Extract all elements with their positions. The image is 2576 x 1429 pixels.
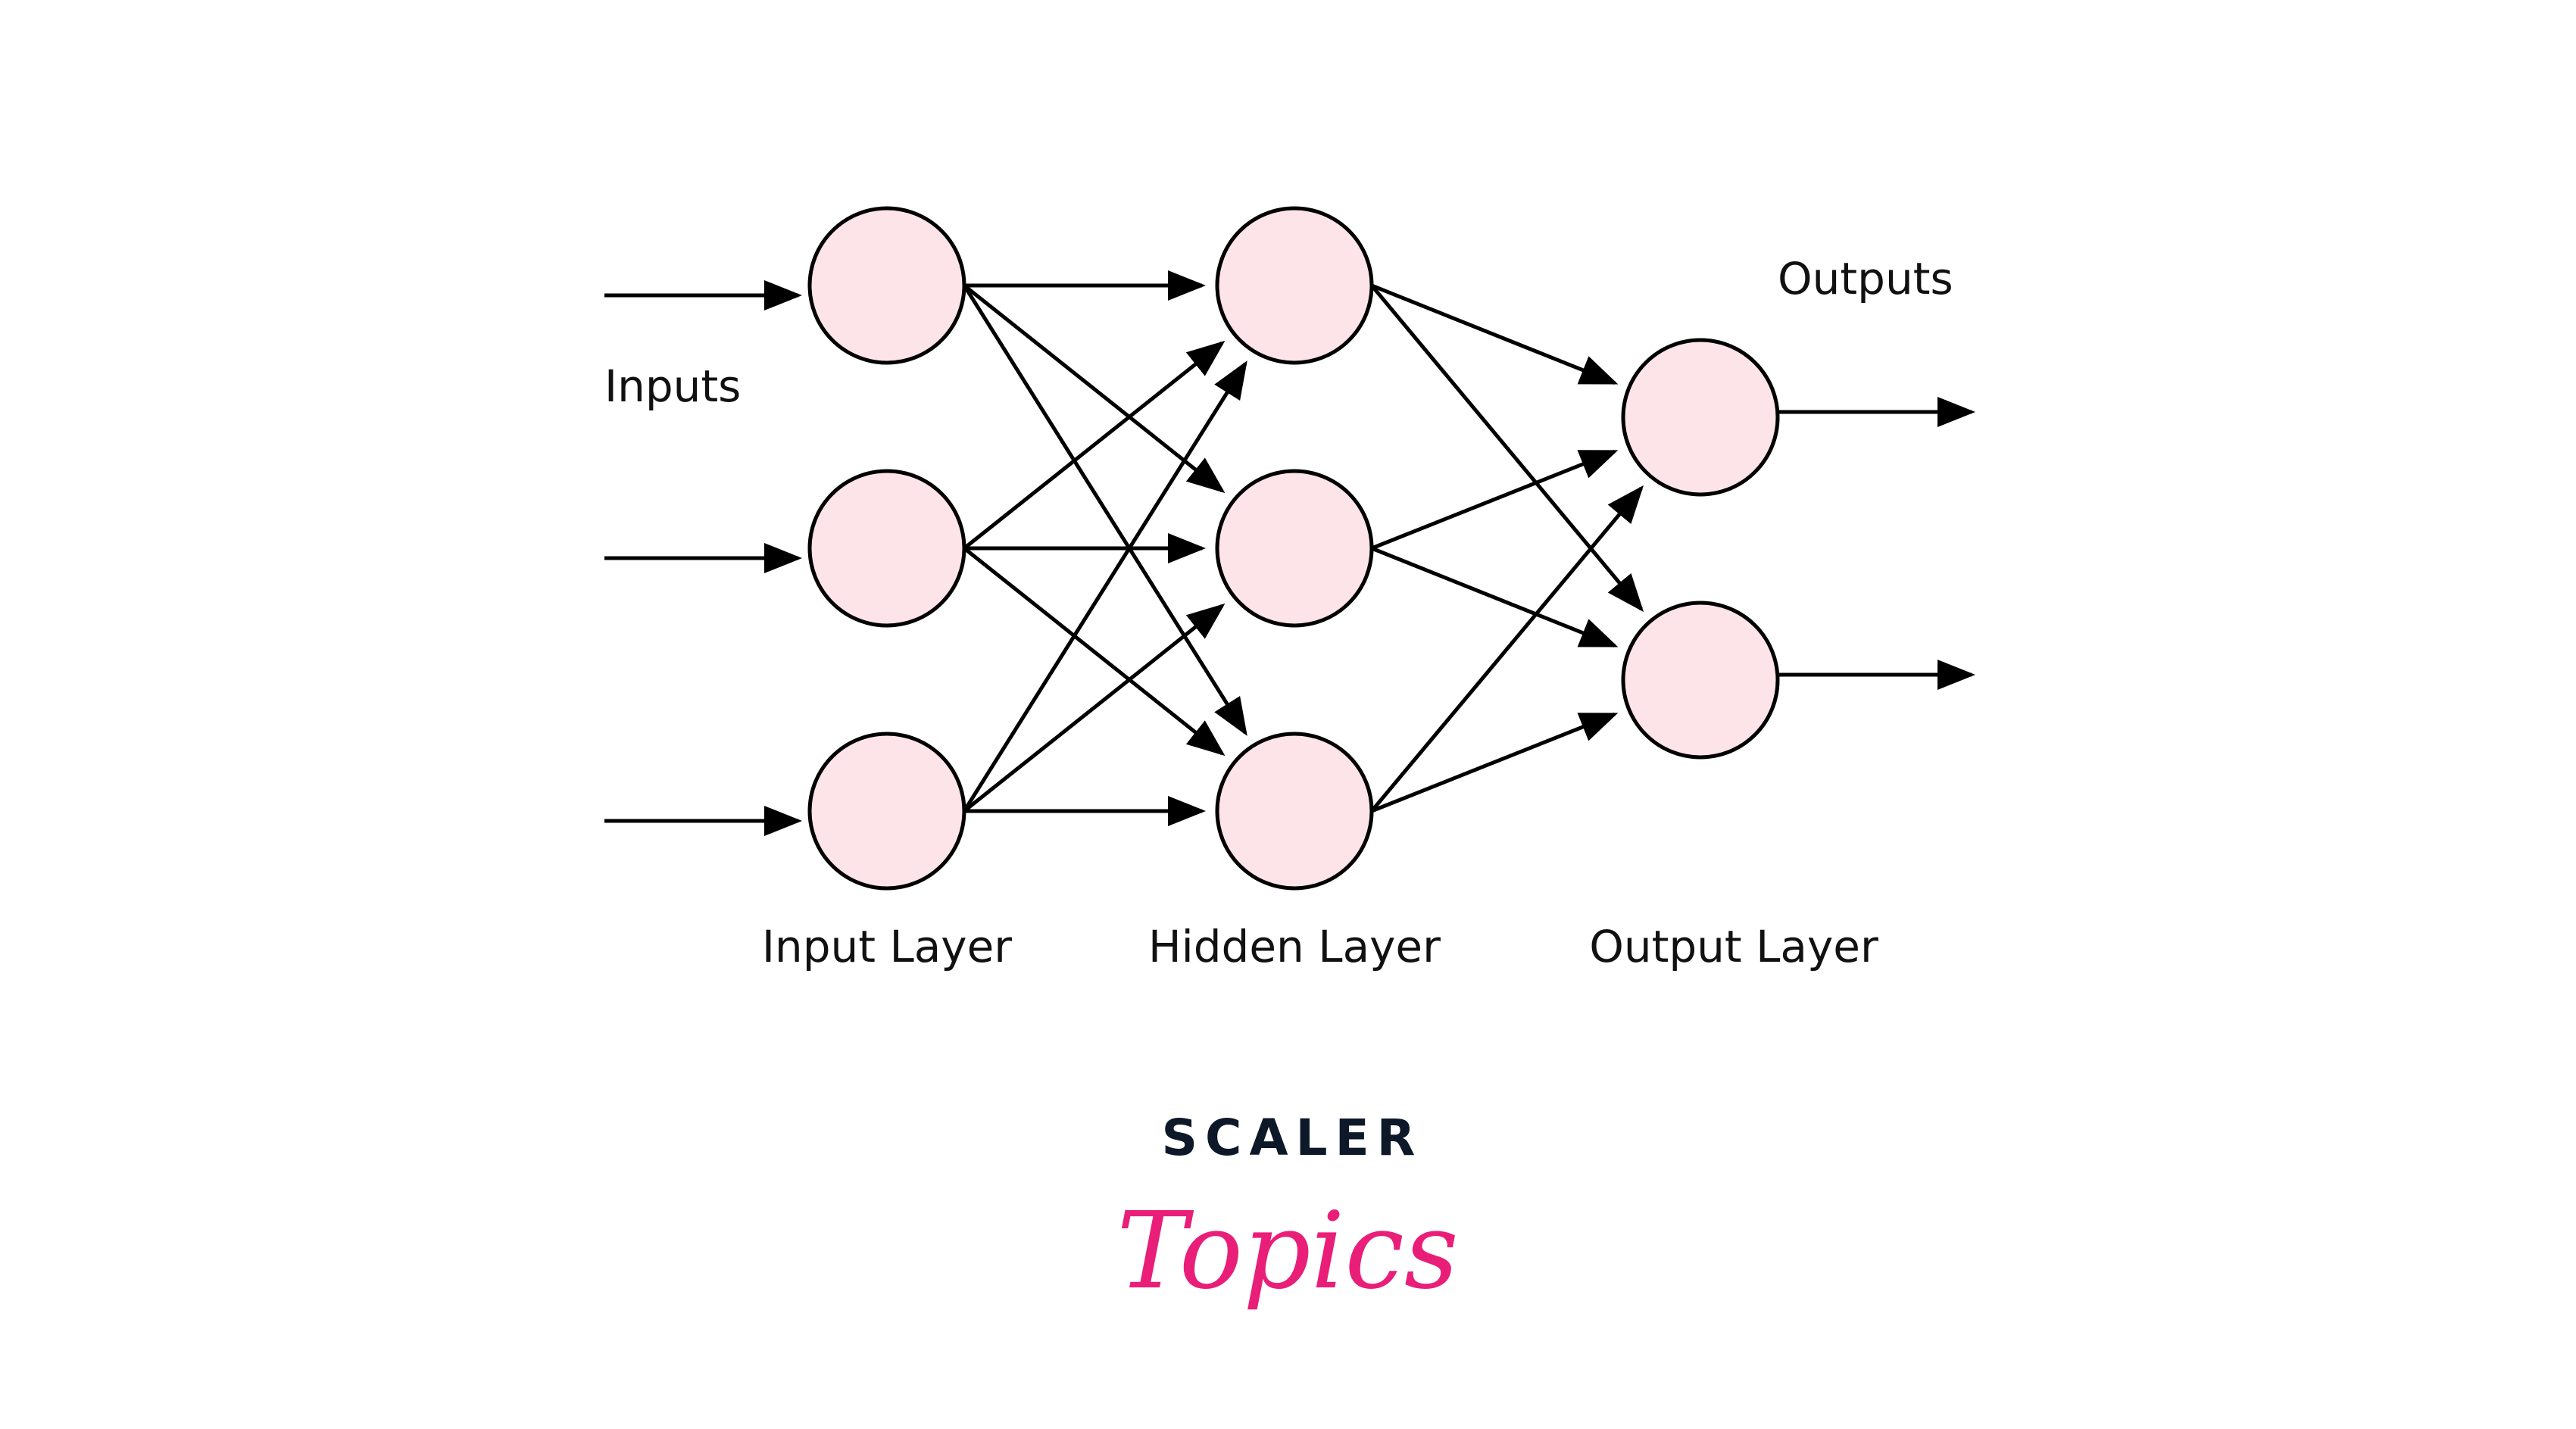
connection-arrow — [1370, 485, 1644, 813]
output-node — [1621, 601, 1780, 760]
connection-arrow — [963, 547, 1226, 757]
input-layer-label: Input Layer — [762, 921, 1012, 972]
hidden-layer-label: Hidden Layer — [1148, 921, 1441, 972]
hidden-node — [1215, 469, 1374, 628]
connection-arrow — [1371, 712, 1619, 813]
input-node — [807, 206, 966, 365]
hidden-node — [1215, 732, 1374, 891]
output-layer-label: Output Layer — [1589, 921, 1878, 972]
connection-arrow — [1371, 283, 1619, 385]
hidden-node — [1215, 206, 1374, 365]
connection-arrow — [962, 284, 1247, 736]
connection-arrow — [963, 340, 1226, 550]
scaler-topics-logo: SCALER Topics — [1116, 1109, 1458, 1313]
connection-arrow — [1370, 284, 1644, 613]
connection-arrow — [962, 360, 1247, 813]
connection-arrow — [1371, 449, 1619, 551]
logo-sub: Topics — [1116, 1190, 1458, 1313]
connection-arrow — [963, 284, 1226, 494]
connection-arrow — [1371, 546, 1619, 647]
input-node — [807, 469, 966, 628]
outputs-label: Outputs — [1778, 253, 1953, 304]
inputs-label: Inputs — [604, 360, 741, 412]
connection-arrow — [963, 603, 1226, 813]
nodes — [807, 206, 1780, 891]
edges — [604, 270, 1975, 836]
logo-brand: SCALER — [1161, 1109, 1422, 1167]
input-node — [807, 732, 966, 891]
output-node — [1621, 338, 1780, 497]
